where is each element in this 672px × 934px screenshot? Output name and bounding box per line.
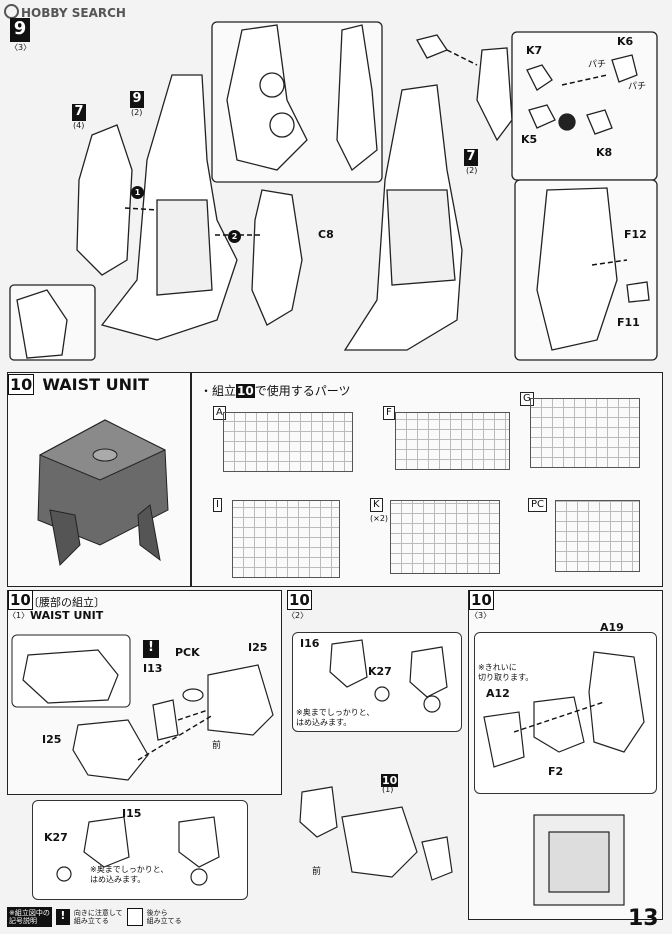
- step10-1-title-jp: 〔腰部の組立〕: [28, 596, 105, 609]
- part-i25b-label: I25: [42, 733, 62, 746]
- step10-1-sub: 〈1〉: [8, 611, 30, 620]
- parts-heading: ・組立10で使用するパーツ: [200, 384, 351, 398]
- part-f11-label: F11: [617, 316, 640, 329]
- step10-3-illustration: [483, 651, 645, 906]
- front-label: 前: [212, 741, 222, 751]
- step10-3-number: 10: [469, 590, 494, 610]
- detail-illustration: [56, 816, 220, 886]
- step9-number: 9: [10, 18, 30, 42]
- part-9-label: 9: [130, 91, 144, 108]
- runner-i-tag: I: [213, 498, 222, 512]
- watermark-text: HOBBY SEARCH: [21, 6, 126, 20]
- legend-item1-text: 向きに注意して 組み立てる: [73, 909, 123, 925]
- part-i13-label: I13: [143, 662, 163, 675]
- step10-3-note: ※きれいに 切り取ります。: [478, 663, 534, 682]
- runner-f: [395, 412, 510, 470]
- step10-number: 10: [8, 374, 35, 395]
- part-k27b-label: K27: [368, 665, 392, 678]
- order-1-icon: 1: [131, 182, 144, 201]
- legend-title: ※組立図中の 記号説明: [7, 907, 52, 927]
- step10-1-number: 10: [8, 590, 33, 610]
- runner-i: [232, 500, 340, 578]
- part-9-sub: (2): [131, 108, 143, 117]
- part-i25a-label: I25: [248, 641, 268, 654]
- waist-unit-render: [37, 419, 169, 567]
- part-f2-label: F2: [548, 765, 564, 778]
- watermark-logo-icon: [4, 4, 19, 19]
- divider-vertical: [190, 373, 192, 586]
- part-7b-label: 7: [464, 149, 478, 166]
- step10-title-row: 10 WAIST UNIT: [8, 374, 149, 396]
- part-i16-label: I16: [300, 637, 320, 650]
- part-c8-label: C8: [318, 228, 334, 241]
- step10-2-ref-sub: (1): [382, 785, 394, 794]
- page-number: 13: [628, 906, 659, 931]
- part-7b-sub: (2): [466, 166, 478, 175]
- legend-later-icon: [126, 908, 143, 926]
- runner-k-tag: K: [370, 498, 383, 512]
- legend: ※組立図中の 記号説明 ! 向きに注意して 組み立てる 後から 組み立てる: [7, 903, 182, 931]
- legend-warning-icon: !: [55, 909, 70, 925]
- runner-pc: [555, 500, 640, 572]
- step10-2-ref: 10: [381, 774, 399, 787]
- step10-2-number: 10: [287, 590, 312, 610]
- snap-label-2: パチ: [628, 82, 647, 92]
- step10-1-illustration: [11, 634, 274, 781]
- part-a12-label: A12: [486, 687, 510, 700]
- part-7-sub: (4): [73, 121, 85, 130]
- runner-k-qty: (×2): [370, 514, 389, 523]
- order-2-icon: 2: [228, 226, 241, 245]
- runner-pc-tag: PC: [528, 498, 548, 512]
- part-k7-label: K7: [526, 44, 543, 57]
- step10-1-title-en: WAIST UNIT: [30, 609, 104, 622]
- runner-a: [223, 412, 353, 472]
- step9-sub: 〈3〉: [10, 43, 32, 52]
- step10-2-sub: 〈2〉: [287, 611, 309, 620]
- snap-label-1: パチ: [588, 60, 607, 70]
- part-k6-label: K6: [617, 35, 634, 48]
- part-7-label: 7: [72, 104, 86, 121]
- part-k8-label: K8: [596, 146, 613, 159]
- step10-1-note: ※奥までしっかりと、 はめ込みます。: [90, 865, 169, 884]
- step9-illustration: [9, 21, 658, 361]
- step10-3-sub: 〈3〉: [470, 611, 492, 620]
- part-pck-label: PCK: [175, 646, 200, 659]
- step10-2-note: ※奥までしっかりと、 はめ込みます。: [296, 708, 375, 727]
- part-k27-label: K27: [44, 831, 68, 844]
- runner-f-tag: F: [383, 406, 395, 420]
- part-a19-label: A19: [600, 621, 624, 634]
- part-k5-label: K5: [521, 133, 538, 146]
- runner-g: [530, 398, 640, 468]
- runner-k: [390, 500, 500, 574]
- step10-2-illustration: [299, 639, 453, 881]
- front-label-2: 前: [312, 867, 322, 877]
- part-f12-label: F12: [624, 228, 647, 241]
- warning-icon: !: [143, 640, 159, 658]
- part-i15-label: I15: [122, 807, 142, 820]
- legend-item2-text: 後から 組み立てる: [146, 909, 182, 925]
- step10-title: WAIST UNIT: [42, 375, 149, 394]
